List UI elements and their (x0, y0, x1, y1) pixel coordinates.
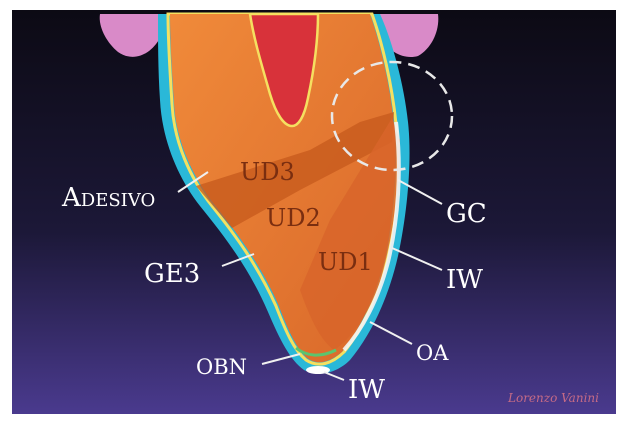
label-oa: OA (416, 341, 449, 365)
label-iw-bottom: IW (348, 375, 385, 405)
label-gc: GC (446, 199, 487, 229)
label-obn: OBN (196, 355, 247, 379)
label-ud2: UD2 (266, 204, 321, 232)
label-ge3: GE3 (144, 259, 200, 289)
label-adesivo: Adesivo (61, 183, 155, 213)
label-ud3: UD3 (240, 158, 295, 186)
label-iw-right: IW (446, 265, 483, 295)
author-signature: Lorenzo Vanini (507, 391, 599, 405)
label-ud1: UD1 (318, 248, 373, 276)
